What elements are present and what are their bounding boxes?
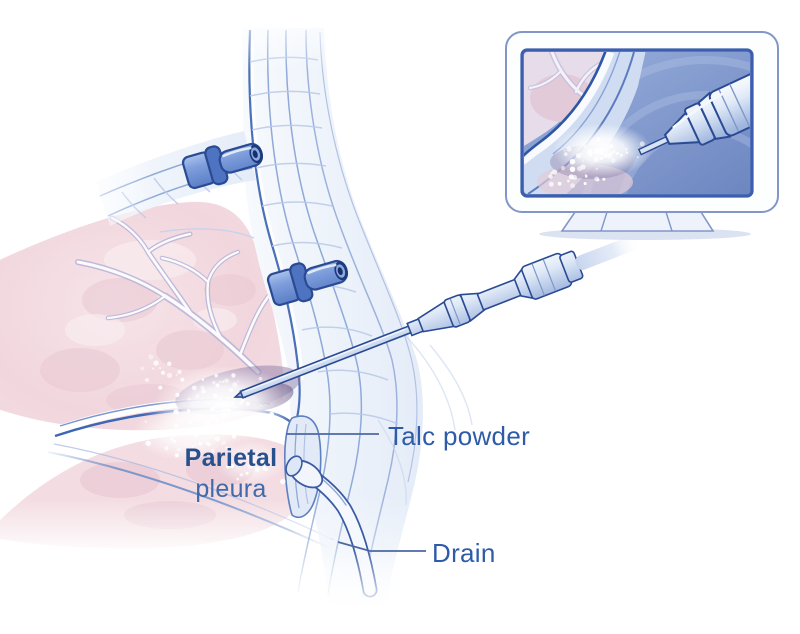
- label-drain: Drain: [432, 538, 496, 568]
- leader-lines: [286, 433, 426, 552]
- talc-spray-particles: [140, 354, 286, 485]
- tissue-wisps: [377, 329, 473, 506]
- instrument-tubing: [575, 235, 639, 270]
- screen-talc-spray: [548, 137, 647, 189]
- drain-fadeout: [296, 548, 446, 634]
- lung: [0, 201, 284, 431]
- endoscopy-monitor: [505, 31, 779, 240]
- monitor-stand: [560, 211, 715, 232]
- label-talc-powder: Talc powder: [388, 421, 531, 451]
- screen-instrument: [637, 70, 750, 156]
- label-parietal-pleura: Parietal pleura: [150, 443, 312, 504]
- talc-insufflator: [233, 235, 639, 399]
- leader-drain: [337, 541, 426, 552]
- monitor-screen-content: [524, 52, 750, 194]
- label-parietal-line1: Parietal: [184, 444, 278, 472]
- label-parietal-line2: pleura: [195, 474, 267, 503]
- monitor-screen-bezel: [520, 48, 754, 198]
